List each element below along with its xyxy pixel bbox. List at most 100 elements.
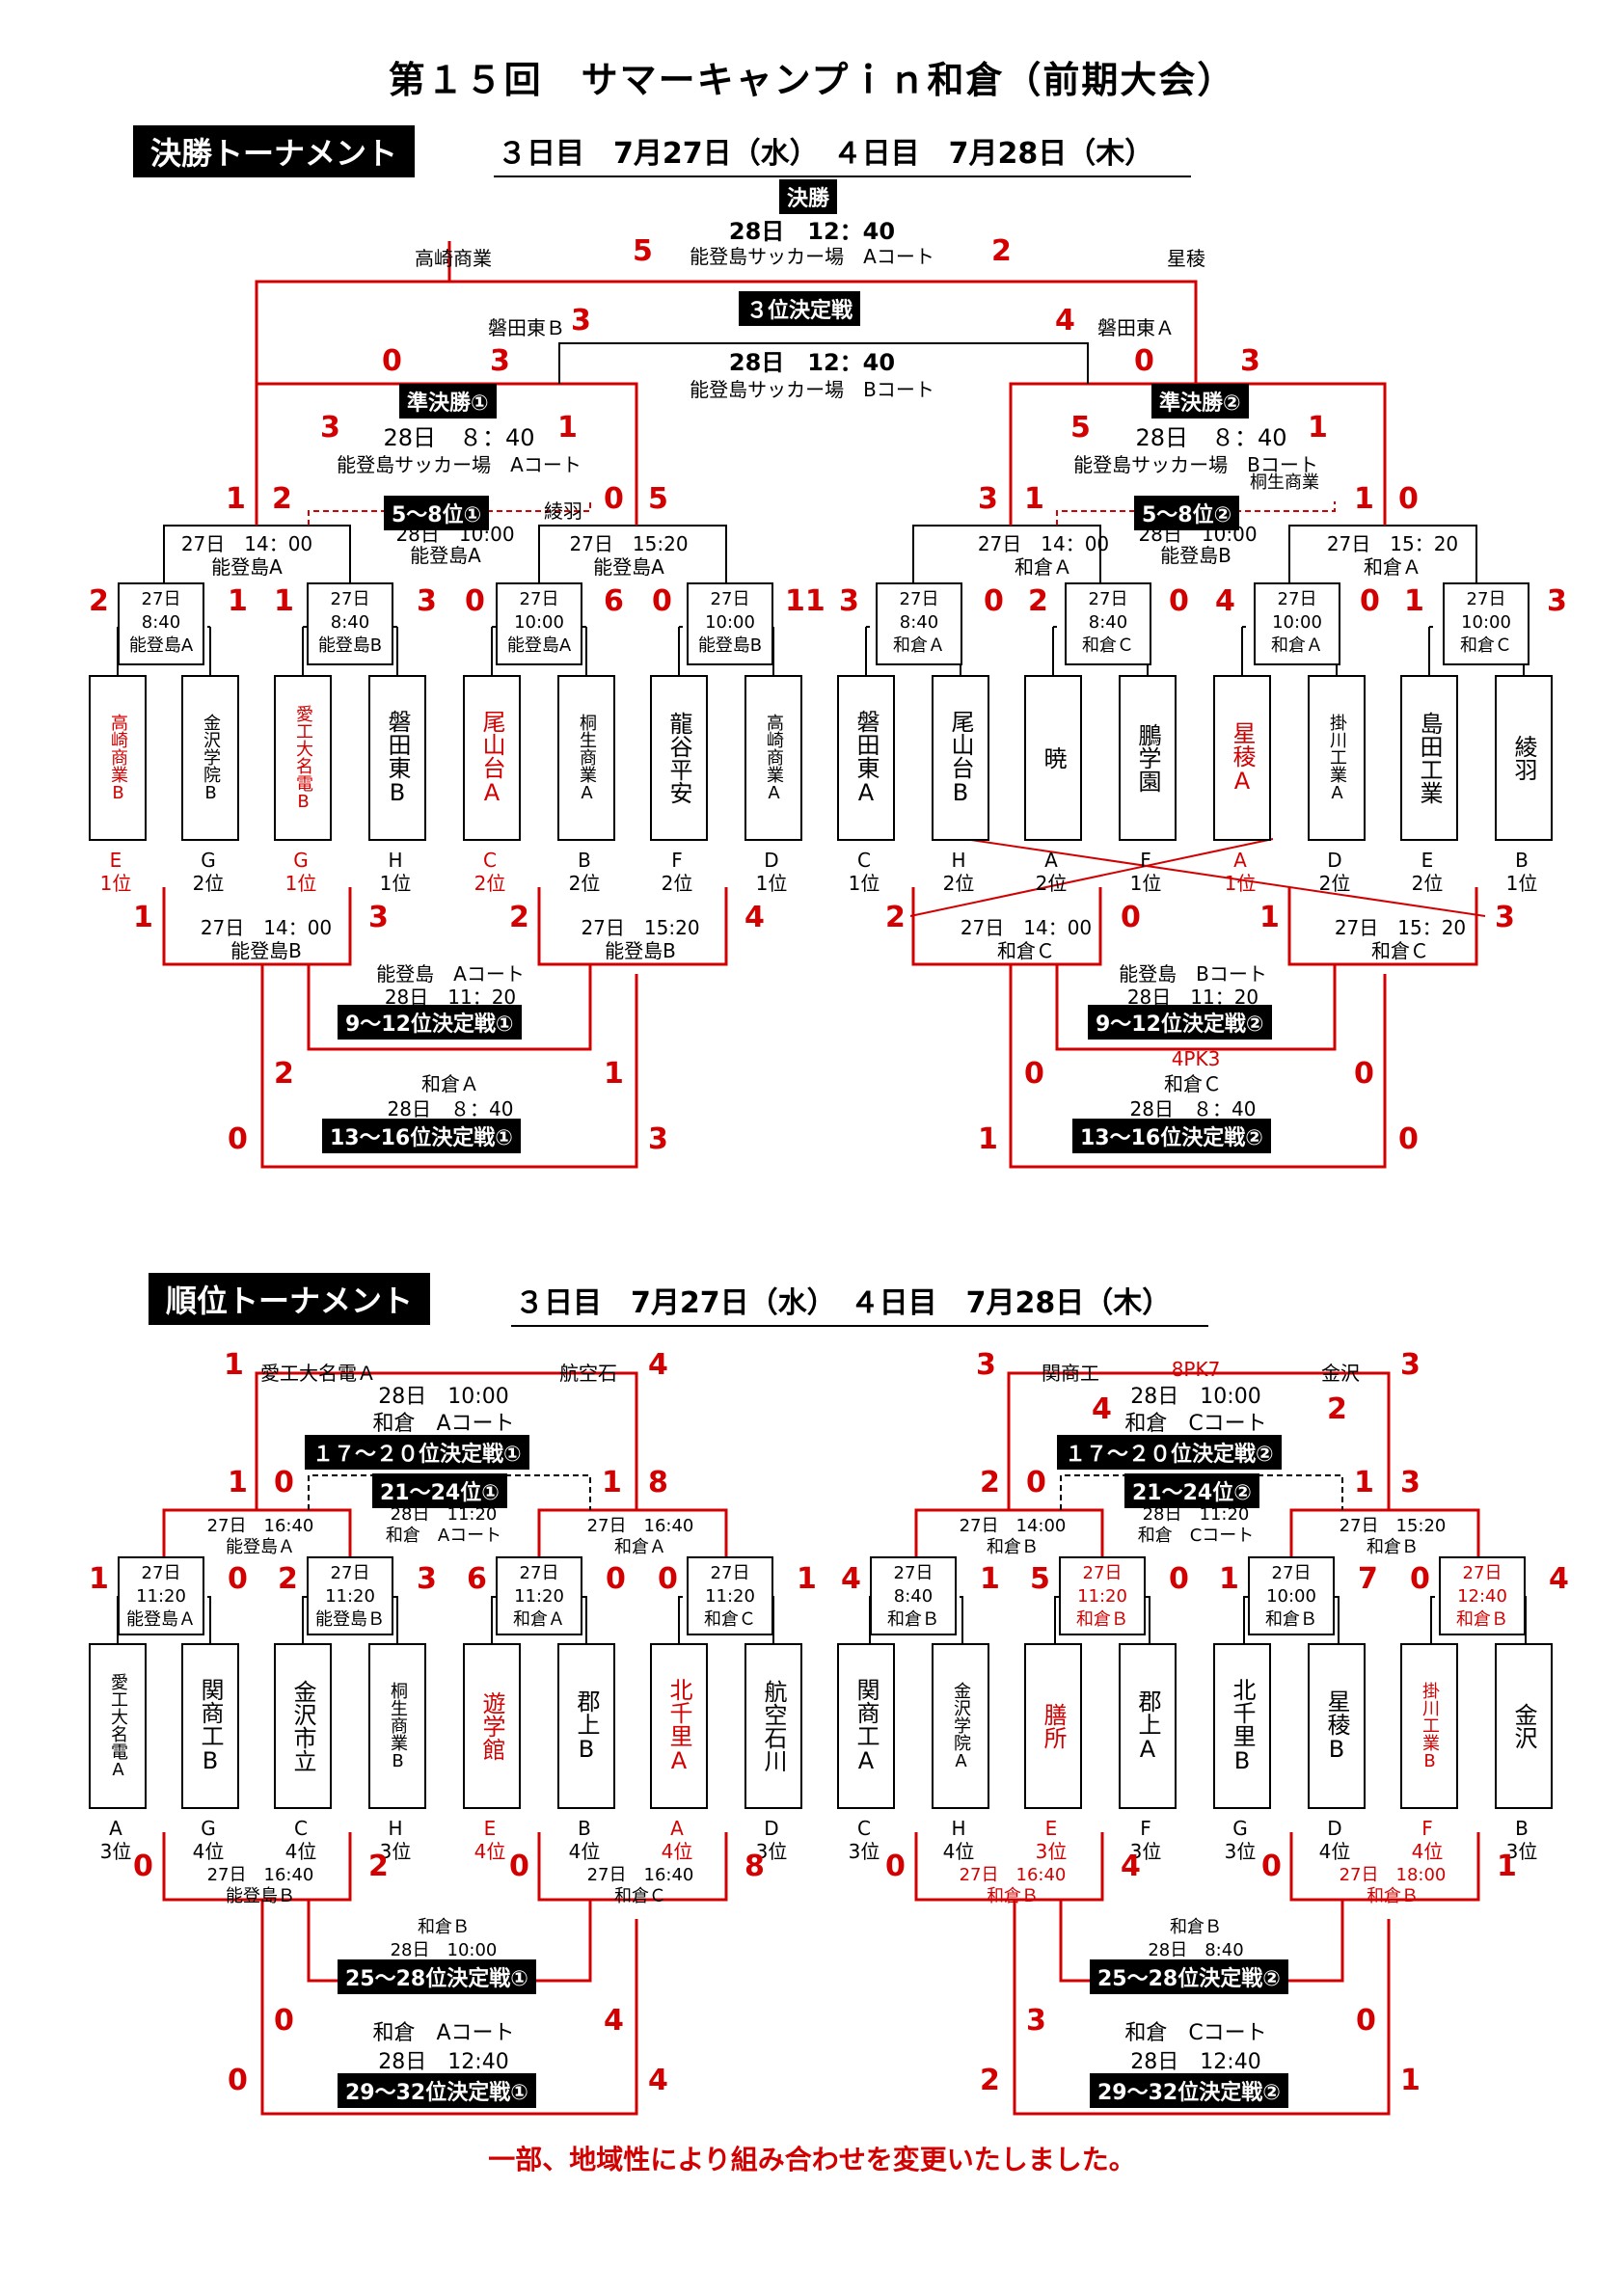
bracket-line	[537, 1832, 728, 1902]
lower-2-venue: 能登島B	[605, 939, 676, 962]
r2-time: 27日 14:00	[959, 1516, 1067, 1536]
team-group: D	[764, 1817, 779, 1840]
p2528-label: 25～28位決定戦②	[1090, 1959, 1288, 1994]
p2124-right-score: 3	[1400, 1466, 1421, 1499]
team-group: C	[857, 1817, 871, 1840]
lower-3-time: 27日 14：00	[960, 916, 1093, 939]
r2-2-time: 27日 15:20	[569, 532, 689, 555]
p2932-bottom-left-score: 2	[980, 2064, 1000, 2097]
r1-6-left-score: 2	[1028, 584, 1048, 618]
bracket-line	[537, 1508, 728, 1556]
team-box: 龍谷平安	[650, 675, 708, 841]
team-box: 北千里B	[1213, 1643, 1271, 1809]
team-rank: 2位	[1318, 872, 1351, 895]
semi2-top-right-score: 3	[1240, 344, 1260, 378]
team-box: 関商工B	[181, 1643, 239, 1809]
team-rank: 2位	[942, 872, 975, 895]
r1-venue: 能登島Ａ	[126, 1609, 196, 1630]
p1720-label: １７～２０位決定戦②	[1057, 1435, 1282, 1470]
bracket-line	[1146, 1596, 1150, 1643]
third-right-team: 磐田東Ａ	[1097, 316, 1175, 339]
p2124-mid1-score: 0	[274, 1466, 294, 1499]
team-box: 綾羽	[1495, 675, 1553, 841]
team-group: G	[201, 849, 216, 872]
team-rank: 2位	[1411, 872, 1444, 895]
semi2-top-left-score: 0	[1134, 344, 1154, 378]
bracket-line	[162, 1832, 352, 1902]
p1720-right-team: 金沢	[1321, 1362, 1360, 1385]
bracket-line	[1054, 1596, 1059, 1643]
team-rank: 4位	[568, 1840, 601, 1863]
team-box: 金沢学院B	[181, 675, 239, 841]
lower-right-score: 1	[1497, 1850, 1517, 1883]
p2528-time: 28日 8:40	[1148, 1940, 1244, 1960]
p2528-time: 28日 10:00	[390, 1940, 498, 1960]
team-group: F	[1140, 1817, 1151, 1840]
p2932-upper-right-score: 0	[1356, 2004, 1376, 2038]
p1316-2-upper-left-score: 0	[1024, 1057, 1044, 1091]
p2124-right-score: 8	[648, 1466, 668, 1499]
team-group: C	[294, 1817, 308, 1840]
rank-schedule: ３日目 7月27日（水） ４日目 7月28日（木）	[511, 1279, 1208, 1327]
p2124-mid1-score: 0	[1026, 1466, 1046, 1499]
team-rank: 4位	[474, 1840, 506, 1863]
r2-3-time: 27日 14：00	[977, 532, 1110, 555]
team-group: F	[1421, 1817, 1433, 1840]
team-group: G	[201, 1817, 216, 1840]
lower-1-left-score: 1	[133, 901, 153, 934]
team-box: 愛工大名電A	[89, 1643, 147, 1809]
r1-7-left-score: 4	[1215, 584, 1235, 618]
r1-left-score: 0	[1410, 1562, 1430, 1596]
team-box: 金沢学院A	[932, 1643, 989, 1809]
team-rank: 2位	[568, 872, 601, 895]
team-rank: 1位	[284, 872, 317, 895]
r1-4-right-score: 11	[785, 584, 826, 618]
bracket-line	[207, 1596, 211, 1643]
team-group: E	[109, 849, 122, 872]
r1-5-right-score: 0	[984, 584, 1004, 618]
semi2-time: 28日 ８：40	[1135, 424, 1287, 451]
lower-time: 27日 16:40	[586, 1865, 694, 1885]
semi1-venue: 能登島サッカー場 Aコート	[337, 453, 582, 476]
final-schedule: ３日目 7月27日（水） ４日目 7月28日（木）	[494, 129, 1191, 177]
r1-day: 27日	[141, 1563, 181, 1583]
lower-time: 27日 18:00	[1339, 1865, 1447, 1885]
semi1-top-left-score: 0	[382, 344, 402, 378]
final-right-score: 2	[991, 234, 1012, 268]
r1-3-left-score: 0	[465, 584, 485, 618]
p1316-1-time: 28日 ８：40	[387, 1097, 514, 1121]
r1-venue: 能登島Ｂ	[315, 1609, 385, 1630]
p1720-pk: 8PK7	[1171, 1358, 1221, 1381]
lower-left-score: 0	[133, 1850, 153, 1883]
team-rank: 3位	[379, 1840, 412, 1863]
bracket-line	[260, 964, 638, 1169]
p2124-mid2-score: 1	[1354, 1466, 1374, 1499]
bracket-line	[393, 1596, 398, 1643]
team-group: B	[578, 1817, 591, 1840]
team-rank: 2位	[661, 872, 693, 895]
semi2-left-score: 5	[1070, 411, 1091, 445]
third-right-score: 4	[1055, 304, 1075, 338]
team-group: B	[1515, 1817, 1529, 1840]
r1-day: 27日	[893, 1563, 934, 1583]
team-box: 磐田東A	[837, 675, 895, 841]
p2124-left-score: 2	[980, 1466, 1000, 1499]
p58-2-label: 5～8位②	[1134, 496, 1240, 530]
p58-1-label: 5～8位①	[384, 496, 490, 530]
p1316-1-bottom-right-score: 3	[648, 1122, 668, 1156]
team-box: 高崎商業A	[744, 675, 802, 841]
r2-1-venue: 能登島A	[211, 555, 283, 579]
bracket-line	[1289, 1832, 1480, 1902]
team-group: A	[670, 1817, 684, 1840]
bracket-line	[909, 838, 1274, 917]
bracket-line	[912, 525, 1101, 582]
